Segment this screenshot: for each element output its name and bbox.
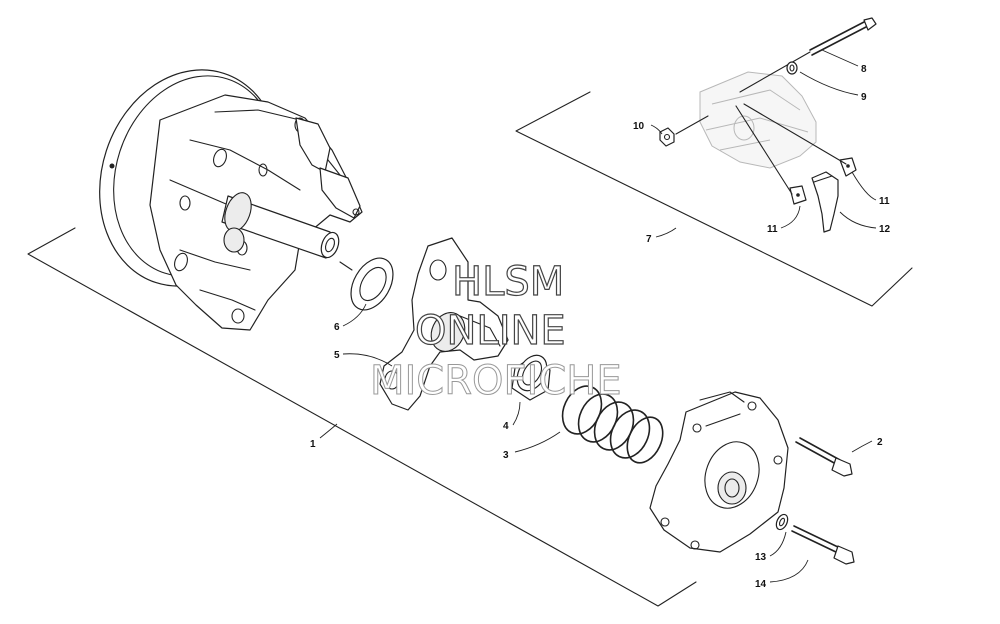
cam-arm-part-5 bbox=[379, 237, 509, 411]
bolt-part-14 bbox=[791, 525, 855, 565]
ref-line-a bbox=[735, 105, 793, 195]
clutch-sheave-assembly bbox=[99, 69, 363, 331]
callout-6: 6 bbox=[334, 322, 340, 333]
callout-labels: 1 2 3 4 5 6 7 8 9 10 11 11 12 13 14 bbox=[310, 64, 891, 590]
callout-8: 8 bbox=[861, 64, 867, 75]
callout-4: 4 bbox=[503, 421, 509, 432]
clip-part-11-lower bbox=[789, 185, 807, 205]
bolt-part-2 bbox=[795, 437, 853, 477]
cover-plate bbox=[649, 391, 789, 553]
watermark-line-2: ONLINE bbox=[415, 308, 566, 354]
callout-2: 2 bbox=[877, 437, 883, 448]
bushing-part-4 bbox=[511, 354, 551, 401]
callout-11-left: 11 bbox=[767, 224, 778, 235]
callout-7: 7 bbox=[646, 234, 652, 245]
callout-9: 9 bbox=[861, 92, 867, 103]
callout-1: 1 bbox=[310, 439, 316, 450]
washer-part-13 bbox=[775, 513, 789, 531]
watermark: HLSM ONLINE MICROFICHE bbox=[370, 258, 623, 404]
ghost-reference-housing bbox=[699, 71, 817, 169]
washer-part-6 bbox=[350, 257, 394, 311]
leader-lines bbox=[319, 49, 877, 583]
callout-12: 12 bbox=[879, 224, 891, 235]
nut-part-10 bbox=[659, 115, 709, 147]
washer-part-9 bbox=[786, 61, 798, 75]
callout-10: 10 bbox=[633, 121, 645, 132]
watermark-line-1: HLSM bbox=[452, 259, 564, 305]
callout-13: 13 bbox=[755, 552, 767, 563]
assembly-bracket-7 bbox=[515, 91, 913, 307]
callout-3: 3 bbox=[503, 450, 509, 461]
spring-part-3 bbox=[561, 385, 664, 464]
pin-part-8 bbox=[739, 17, 877, 93]
clip-part-11-upper bbox=[839, 157, 857, 177]
ref-line-b bbox=[743, 103, 847, 165]
callout-14: 14 bbox=[755, 579, 767, 590]
callout-5: 5 bbox=[334, 350, 340, 361]
watermark-line-3: MICROFICHE bbox=[370, 358, 622, 404]
callout-11-right: 11 bbox=[879, 196, 890, 207]
cam-weight-part-12 bbox=[811, 171, 839, 233]
assembly-bracket-1 bbox=[27, 227, 697, 607]
